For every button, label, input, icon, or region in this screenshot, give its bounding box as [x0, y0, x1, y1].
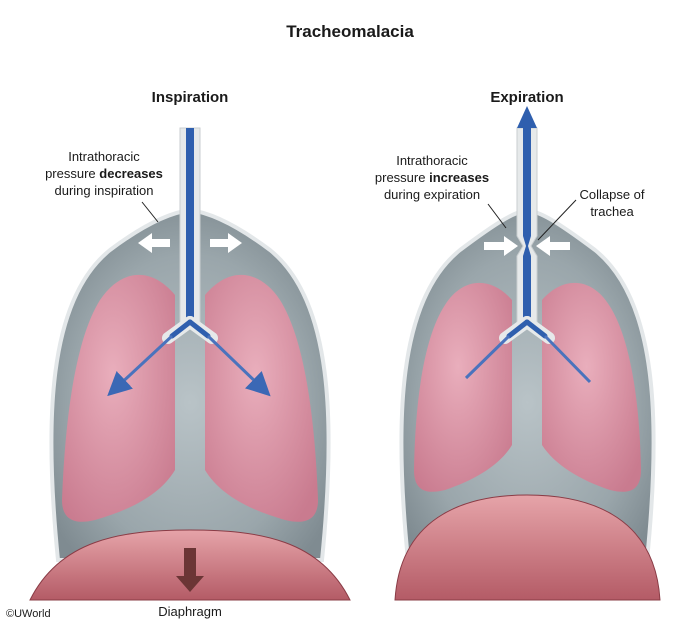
expiration-pressure-line2: pressure increases: [374, 170, 490, 185]
pressure-label-leader-left: [141, 201, 159, 223]
copyright-notice: ©UWorld: [6, 608, 51, 620]
inspiration-panel: [29, 127, 351, 601]
expiration-pressure-label: Intrathoracic pressure increases during …: [356, 152, 508, 203]
left-lung-exp: [414, 282, 512, 492]
inspiration-pressure-line3: during inspiration: [54, 183, 154, 198]
inspiration-title: Inspiration: [151, 89, 229, 106]
expiration-panel: [394, 106, 661, 601]
collapse-label-line1: Collapse of: [579, 187, 645, 202]
outflow-line-left-lung: [464, 334, 511, 380]
pressure-arrow-inward-left: [484, 236, 518, 256]
pressure-arrow-inward-right: [536, 236, 570, 256]
expiration-pressure-line3: during expiration: [383, 187, 481, 202]
diaphragm-down-arrow: [176, 548, 204, 592]
expiration-title: Expiration: [490, 89, 564, 106]
pressure-label-leader-right: [487, 203, 507, 229]
inspiration-pressure-line1: Intrathoracic: [68, 149, 140, 164]
figure-title: Tracheomalacia: [286, 22, 414, 41]
pressure-arrow-outward-left: [138, 233, 170, 253]
airflow-arrow-up: [517, 106, 537, 128]
expiration-pressure-line1: Intrathoracic: [396, 153, 468, 168]
collapse-label-line2: trachea: [590, 204, 634, 219]
outflow-line-right-lung: [543, 334, 592, 384]
inspiration-pressure-label: Intrathoracic pressure decreases during …: [30, 148, 178, 199]
pressure-arrow-outward-right: [210, 233, 242, 253]
airflow-arrow-right-lung: [206, 334, 271, 397]
right-lung-insp-left: [205, 274, 318, 522]
collapse-label-leader: [537, 199, 577, 241]
inspiration-pressure-line2: pressure decreases: [45, 166, 163, 181]
right-lung-exp: [542, 282, 641, 492]
diaphragm-label: Diaphragm: [158, 604, 222, 619]
diaphragm-right: [394, 494, 661, 601]
collapse-of-trachea-label: Collapse of trachea: [562, 186, 662, 220]
airflow-arrow-left-lung: [107, 334, 174, 397]
left-lung-insp-left: [62, 274, 175, 522]
